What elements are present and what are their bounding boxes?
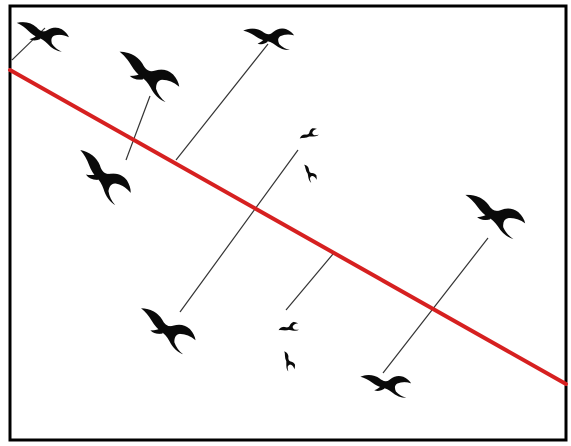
figure-frame <box>10 6 566 440</box>
